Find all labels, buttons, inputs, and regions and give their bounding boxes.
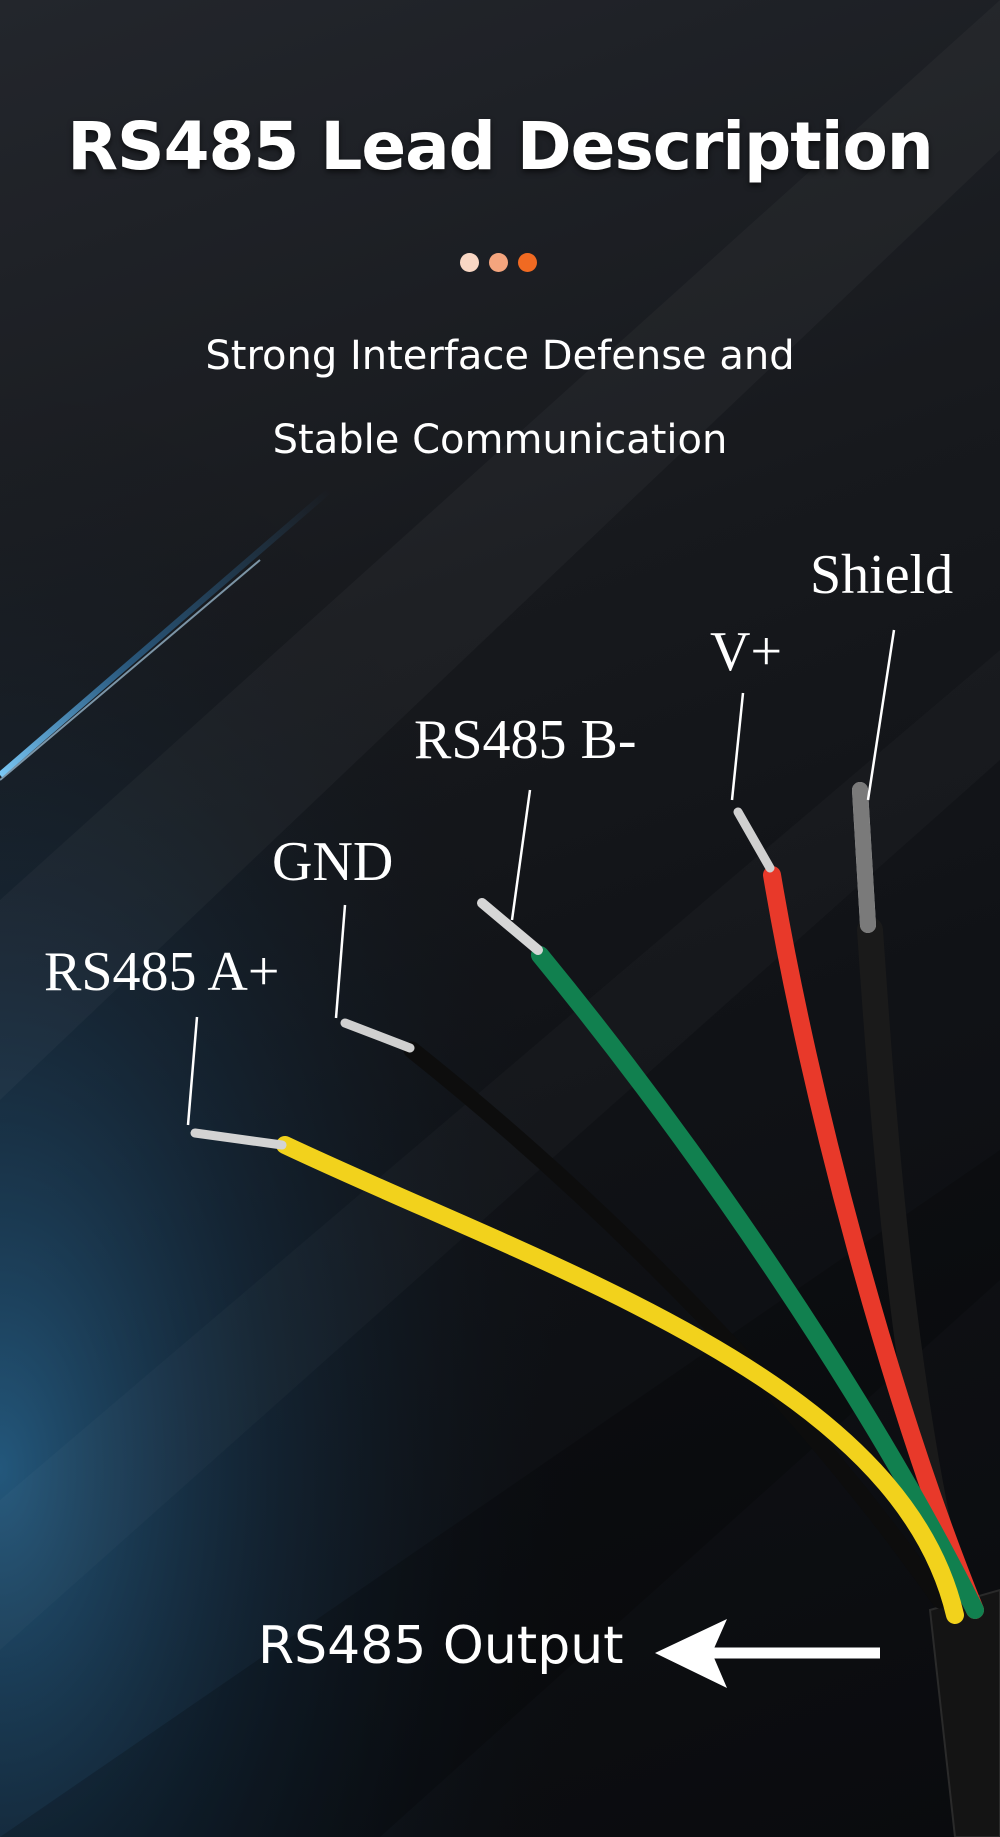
dot-icon xyxy=(518,253,537,272)
wire-vplus xyxy=(763,866,984,1619)
leader-shield xyxy=(866,629,896,801)
page-title: RS485 Lead Description xyxy=(67,108,934,185)
wire-a-tip xyxy=(190,1128,287,1150)
label-vplus: V+ xyxy=(710,621,783,683)
arrow-left-icon xyxy=(655,1619,880,1688)
dot-icon xyxy=(460,253,479,272)
page-subtitle: Strong Interface Defense and Stable Comm… xyxy=(100,314,900,482)
decorative-dots xyxy=(460,253,540,273)
wire-b xyxy=(531,946,984,1619)
leader-a xyxy=(186,1016,199,1126)
label-shield: Shield xyxy=(810,544,954,606)
wire-gnd xyxy=(403,1041,949,1609)
leader-b xyxy=(510,789,532,921)
label-gnd: GND xyxy=(272,831,394,893)
subtitle-line-2: Stable Communication xyxy=(272,417,728,463)
wire-gnd-tip xyxy=(340,1018,415,1053)
label-rs485-b: RS485 B- xyxy=(414,709,637,771)
wire-a xyxy=(276,1136,964,1624)
label-rs485-a: RS485 A+ xyxy=(44,941,280,1003)
wire-b-tip xyxy=(477,898,543,955)
dot-icon xyxy=(489,253,508,272)
leader-gnd xyxy=(334,904,347,1019)
wire-vplus-tip xyxy=(733,807,775,873)
leader-vplus xyxy=(730,692,745,801)
output-label: RS485 Output xyxy=(258,1616,624,1676)
cable-jacket xyxy=(928,1588,1000,1837)
subtitle-line-1: Strong Interface Defense and xyxy=(205,333,795,379)
